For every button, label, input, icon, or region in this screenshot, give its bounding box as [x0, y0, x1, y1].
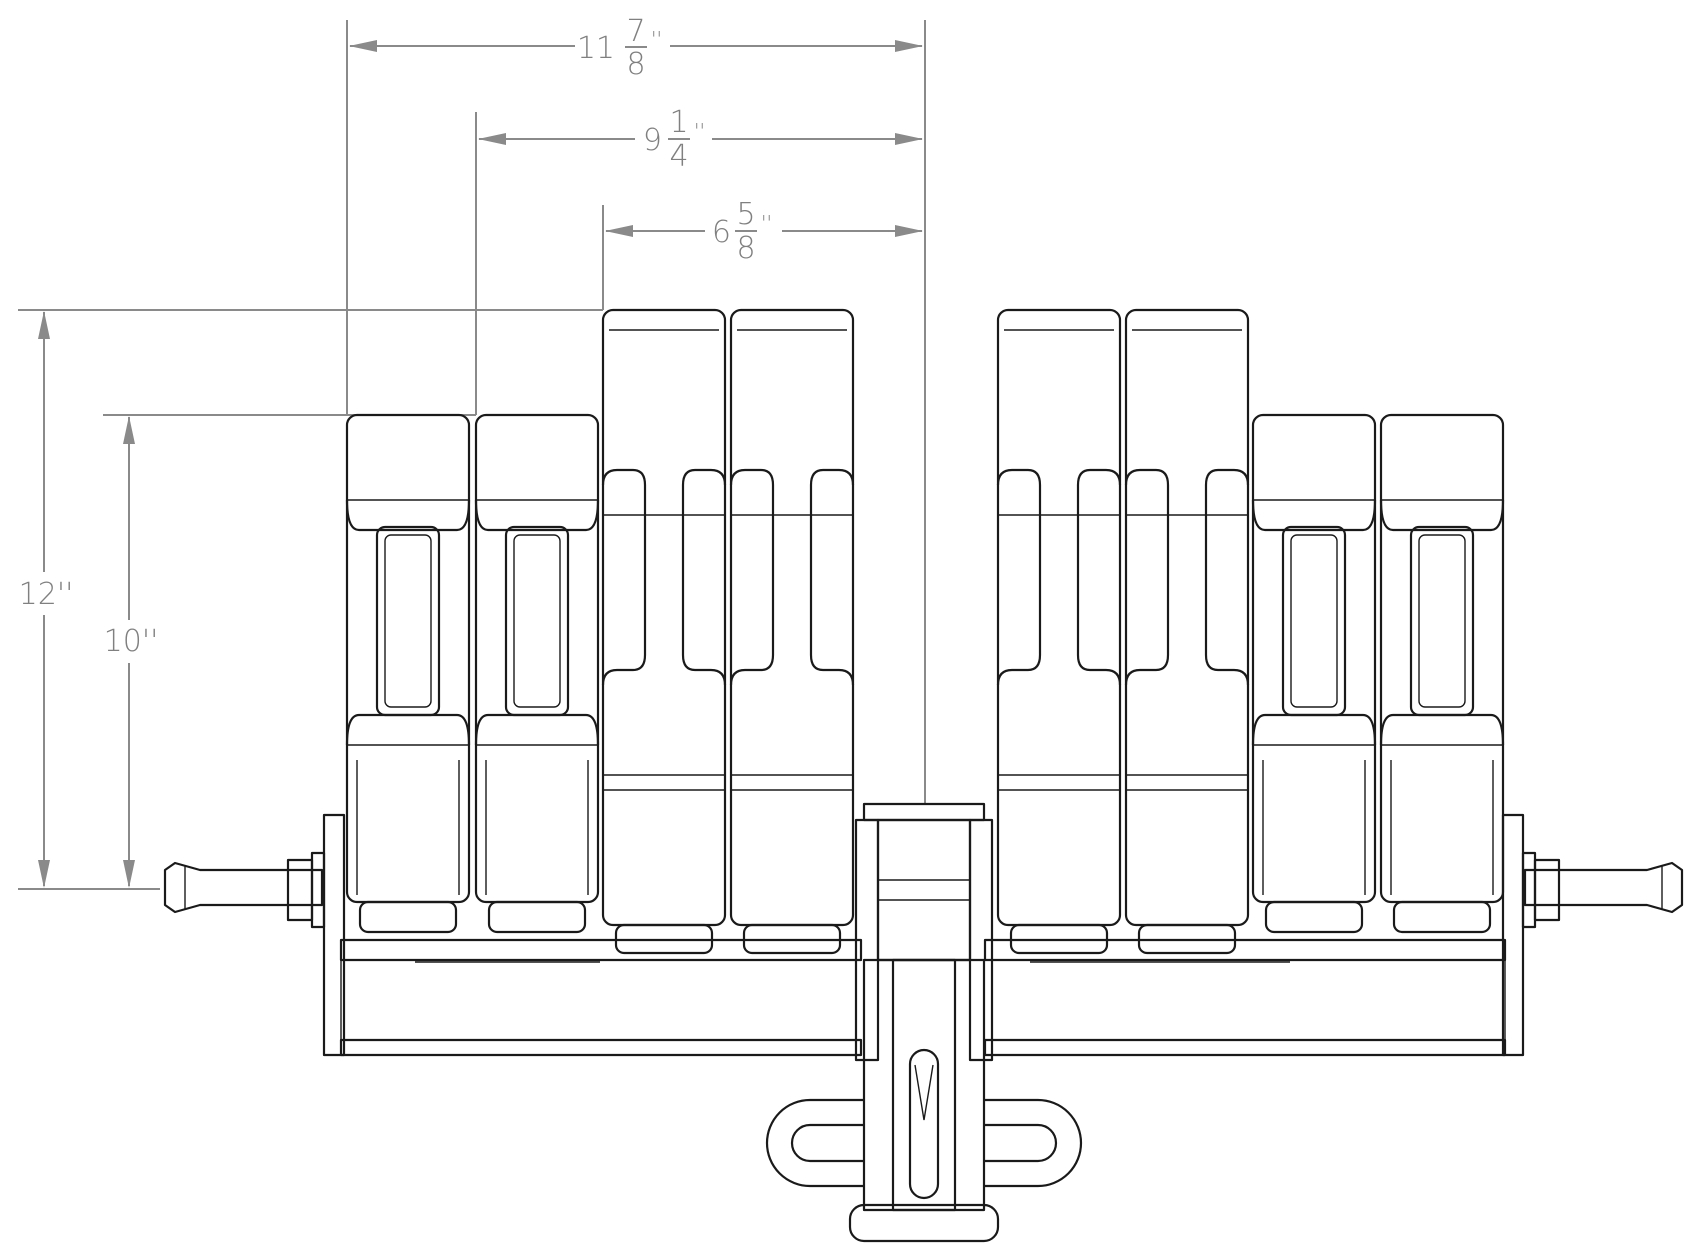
width-2-denominator: 4 [669, 139, 688, 174]
small-plate [474, 413, 600, 934]
width-1-denominator: 8 [626, 47, 645, 82]
small-plate [345, 413, 471, 934]
width-3-unit: '' [761, 211, 772, 235]
large-plate [1124, 308, 1250, 955]
width-1-whole: 11 [577, 31, 615, 66]
width-3-numerator: 5 [736, 197, 755, 232]
small-plate [1251, 413, 1377, 934]
right-hose-barb [1521, 851, 1684, 929]
width-2-numerator: 1 [669, 105, 688, 140]
width-3-denominator: 8 [736, 231, 755, 266]
large-plate [729, 308, 855, 955]
large-plate [601, 308, 727, 955]
large-plate [996, 308, 1122, 955]
width-2-whole: 9 [643, 123, 662, 158]
height-1-label: 12'' [19, 577, 74, 612]
frame [322, 813, 1525, 1057]
dimension-height-2 [123, 416, 135, 888]
dimension-height-1 [38, 311, 50, 888]
dimension-width-2 [478, 133, 923, 145]
small-weight-plates [345, 413, 1505, 934]
dimension-lines [18, 20, 926, 890]
width-3-whole: 6 [712, 215, 731, 250]
left-hose-barb [163, 851, 326, 929]
width-2-unit: '' [694, 119, 705, 143]
width-1-numerator: 7 [626, 14, 645, 49]
width-1-unit: '' [651, 27, 662, 51]
center-hitch [765, 802, 1083, 1243]
large-weight-plates [601, 308, 1250, 955]
height-2-label: 10'' [104, 624, 159, 659]
dimension-width-1 [349, 40, 923, 52]
dimension-labels: 11 7 8 '' 9 1 4 '' 6 5 8 '' 12'' 10'' [19, 14, 772, 659]
dimension-width-3 [605, 225, 923, 237]
small-plate [1379, 413, 1505, 934]
